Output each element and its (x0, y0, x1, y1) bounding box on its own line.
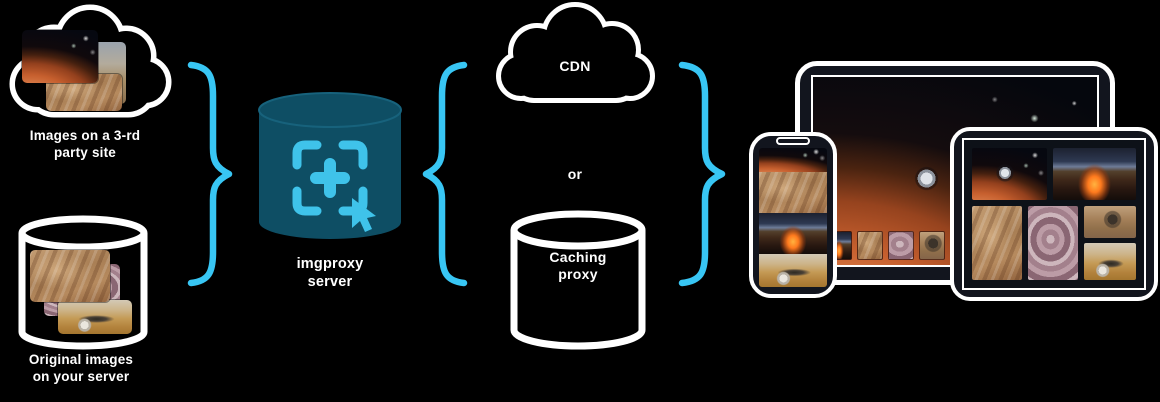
right-brace-icon (678, 61, 726, 287)
lander-sand-photo (759, 254, 827, 287)
rocky-terrain-photo-thumbnail (857, 231, 883, 260)
rover-photo (1083, 206, 1137, 238)
caching-proxy-label: Caching proxy (549, 249, 607, 282)
mars-planet-photo (22, 30, 98, 83)
lander-sand-photo (58, 300, 132, 334)
right-brace-icon (187, 61, 233, 287)
or-label: or (567, 166, 583, 182)
purple-marble-photo-thumbnail (888, 231, 914, 260)
left-brace-icon (422, 61, 468, 287)
phone-notch (776, 137, 810, 145)
rocky-terrain-photo (30, 250, 110, 302)
caching-proxy-cylinder-icon (510, 210, 646, 350)
cdn-cloud-outline-icon (496, 2, 655, 103)
volcano-photo (1052, 148, 1136, 200)
volcano-photo (759, 213, 827, 254)
tablet-screen (962, 138, 1146, 290)
phone-device (749, 132, 837, 298)
rocky-terrain-photo (759, 172, 827, 213)
rocky-terrain-photo (972, 206, 1022, 280)
third-party-label: Images on a 3-rd party site (29, 128, 141, 160)
lander-sand-photo (1083, 243, 1137, 280)
imgproxy-server-cylinder (258, 92, 402, 239)
cdn-label: CDN (559, 58, 591, 74)
rover-photo-thumbnail (919, 231, 945, 260)
mars-planet-probe-photo (972, 148, 1047, 200)
purple-marble-photo (1027, 206, 1078, 280)
crop-cursor-icon (292, 140, 376, 232)
phone-screen (759, 148, 827, 287)
original-images-label: Original images on your server (28, 352, 134, 384)
database-cylinder-icon (18, 215, 148, 350)
mars-planet-photo (759, 148, 827, 172)
tablet-device (950, 127, 1158, 301)
imgproxy-server-label: imgproxy server (296, 256, 364, 290)
